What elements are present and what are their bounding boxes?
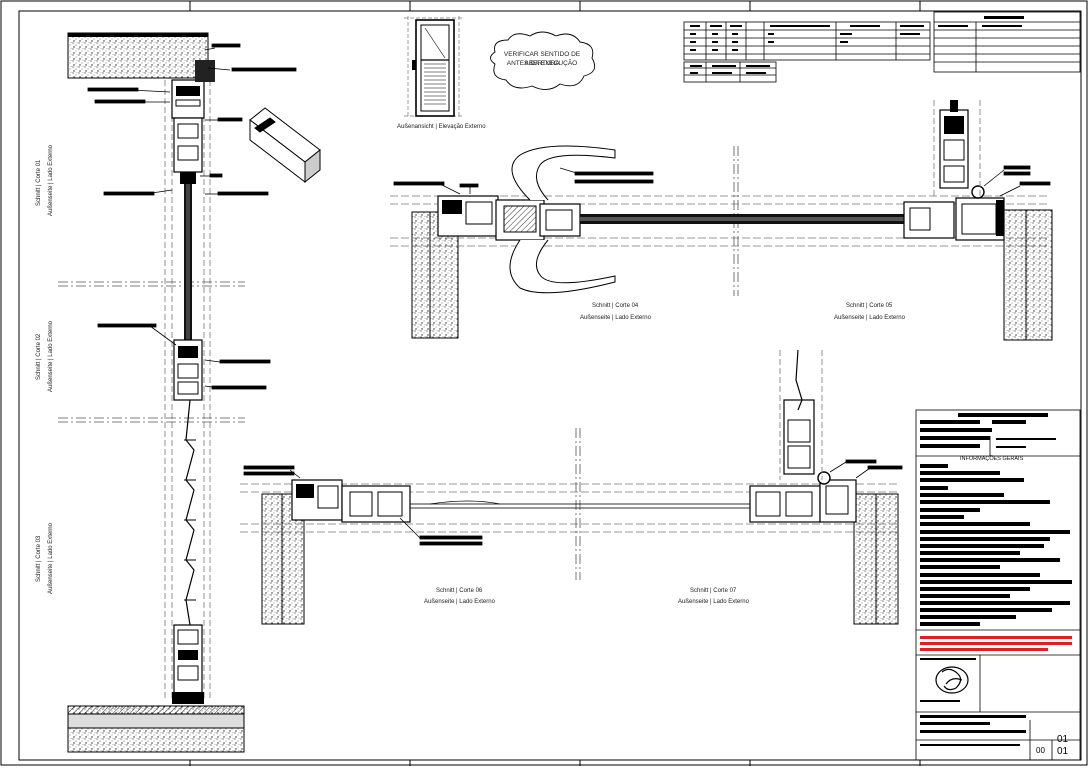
corte06-side: Außenseite | Lado Externo	[424, 599, 495, 605]
horizontal-section-04-05	[390, 100, 1053, 341]
elevation-label: Außenansicht | Elevação Externo	[397, 124, 486, 130]
cloud-note-line2: ANTES DA EXECUÇÃO	[506, 60, 578, 67]
cloud-note-shape	[490, 31, 596, 90]
revision-number: 00	[1036, 746, 1045, 755]
corte04-title: Schnitt | Corte 04	[592, 303, 639, 309]
corte07-side: Außenseite | Lado Externo	[678, 599, 749, 605]
corte05-title: Schnitt | Corte 05	[846, 303, 893, 309]
sheet-total: 01	[1057, 746, 1069, 757]
corte03-side: Außenseite | Lado Externo	[48, 523, 54, 594]
door-handle	[511, 145, 616, 201]
corte01-side: Außenseite | Lado Externo	[48, 145, 54, 216]
corte03-title: Schnitt | Corte 03	[36, 535, 42, 582]
corte07-title: Schnitt | Corte 07	[690, 588, 737, 594]
corte02-title: Schnitt | Corte 02	[36, 333, 42, 380]
top-right-info-table	[933, 11, 1081, 73]
vertical-section-drawing	[58, 32, 321, 753]
title-block-text-bars	[920, 413, 1072, 746]
title-block	[915, 409, 1081, 761]
sheet-number: 01	[1057, 734, 1069, 745]
corte01-title: Schnitt | Corte 01	[36, 159, 42, 206]
corte02-side: Außenseite | Lado Externo	[48, 321, 54, 392]
border-ticks	[189, 1, 921, 766]
corte04-side: Außenseite | Lado Externo	[580, 315, 651, 321]
elevation-drawing	[404, 16, 463, 118]
horizontal-section-06-07	[240, 349, 903, 625]
louver-line	[185, 399, 195, 626]
profile-3d-sketch	[249, 107, 321, 184]
revision-table-fill	[690, 25, 924, 74]
top-slab	[67, 32, 209, 79]
title-block-red-bars	[920, 636, 1072, 651]
corte05-side: Außenseite | Lado Externo	[834, 315, 905, 321]
company-logo	[935, 666, 969, 694]
revision-table	[683, 21, 931, 83]
cloud-note-line1: VERIFICAR SENTIDO DE ABERTURA	[503, 51, 581, 67]
corte06-title: Schnitt | Corte 06	[436, 588, 483, 594]
title-block-general-info: INFORMAÇÕES GERAIS	[960, 456, 1024, 462]
sheet-border-inner	[18, 10, 1082, 761]
